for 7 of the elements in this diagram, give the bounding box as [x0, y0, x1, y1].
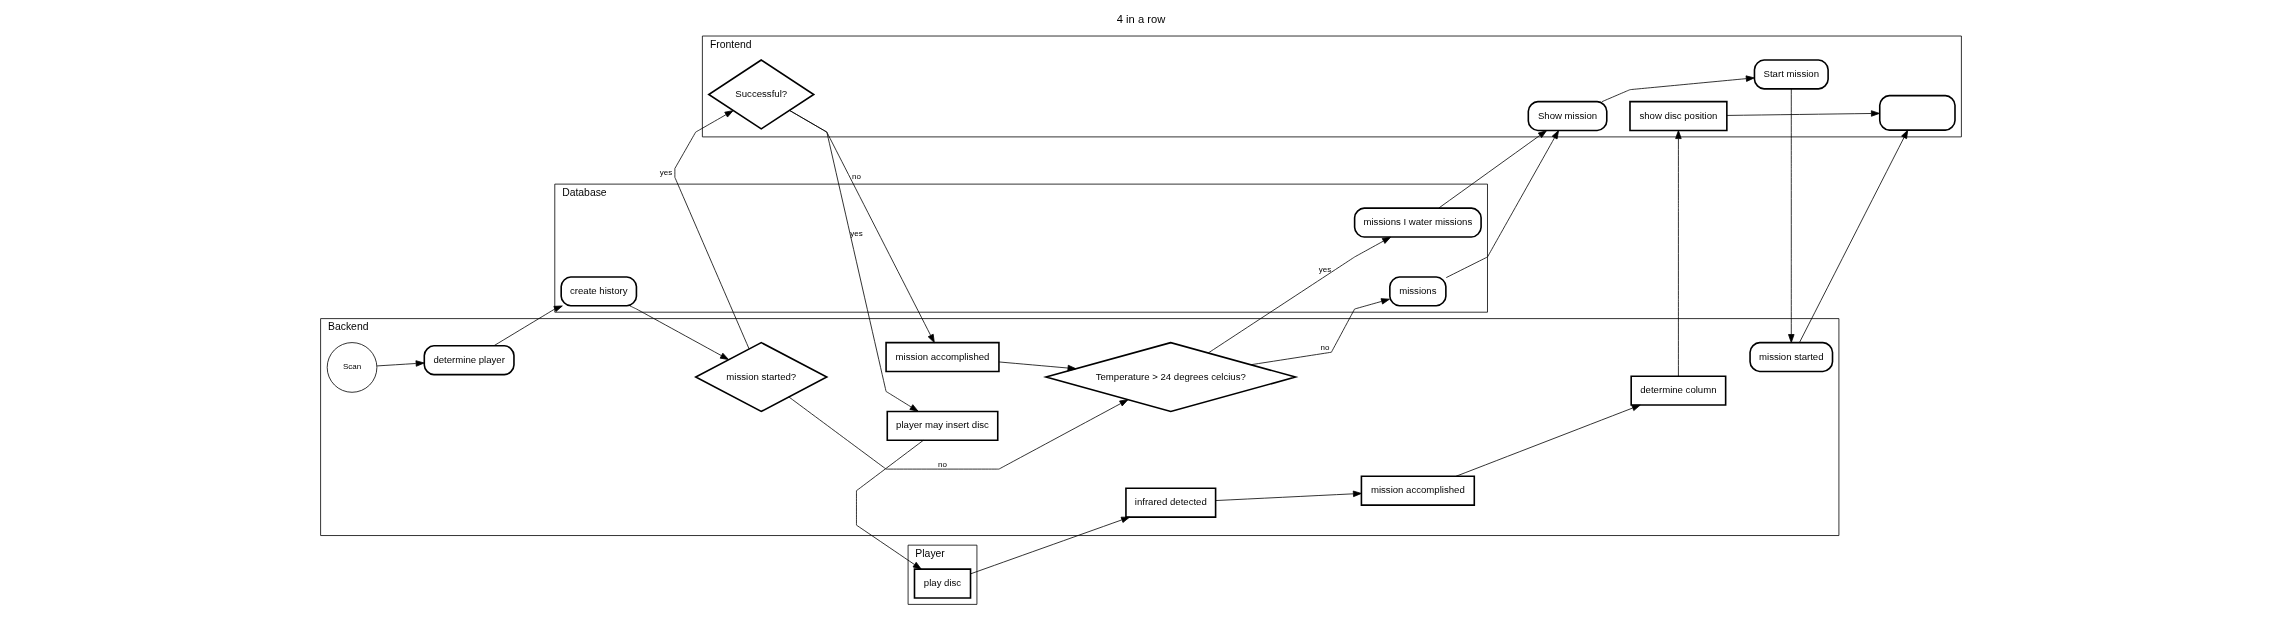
edge-label: yes	[1318, 265, 1331, 275]
edge-label: no	[937, 459, 947, 469]
diagram-title: 4 in a row	[1116, 13, 1165, 26]
edge-label: no	[851, 171, 861, 181]
edge-label: yes	[849, 229, 863, 239]
edge-label: no	[1320, 342, 1329, 352]
edge-label: yes	[659, 167, 672, 177]
